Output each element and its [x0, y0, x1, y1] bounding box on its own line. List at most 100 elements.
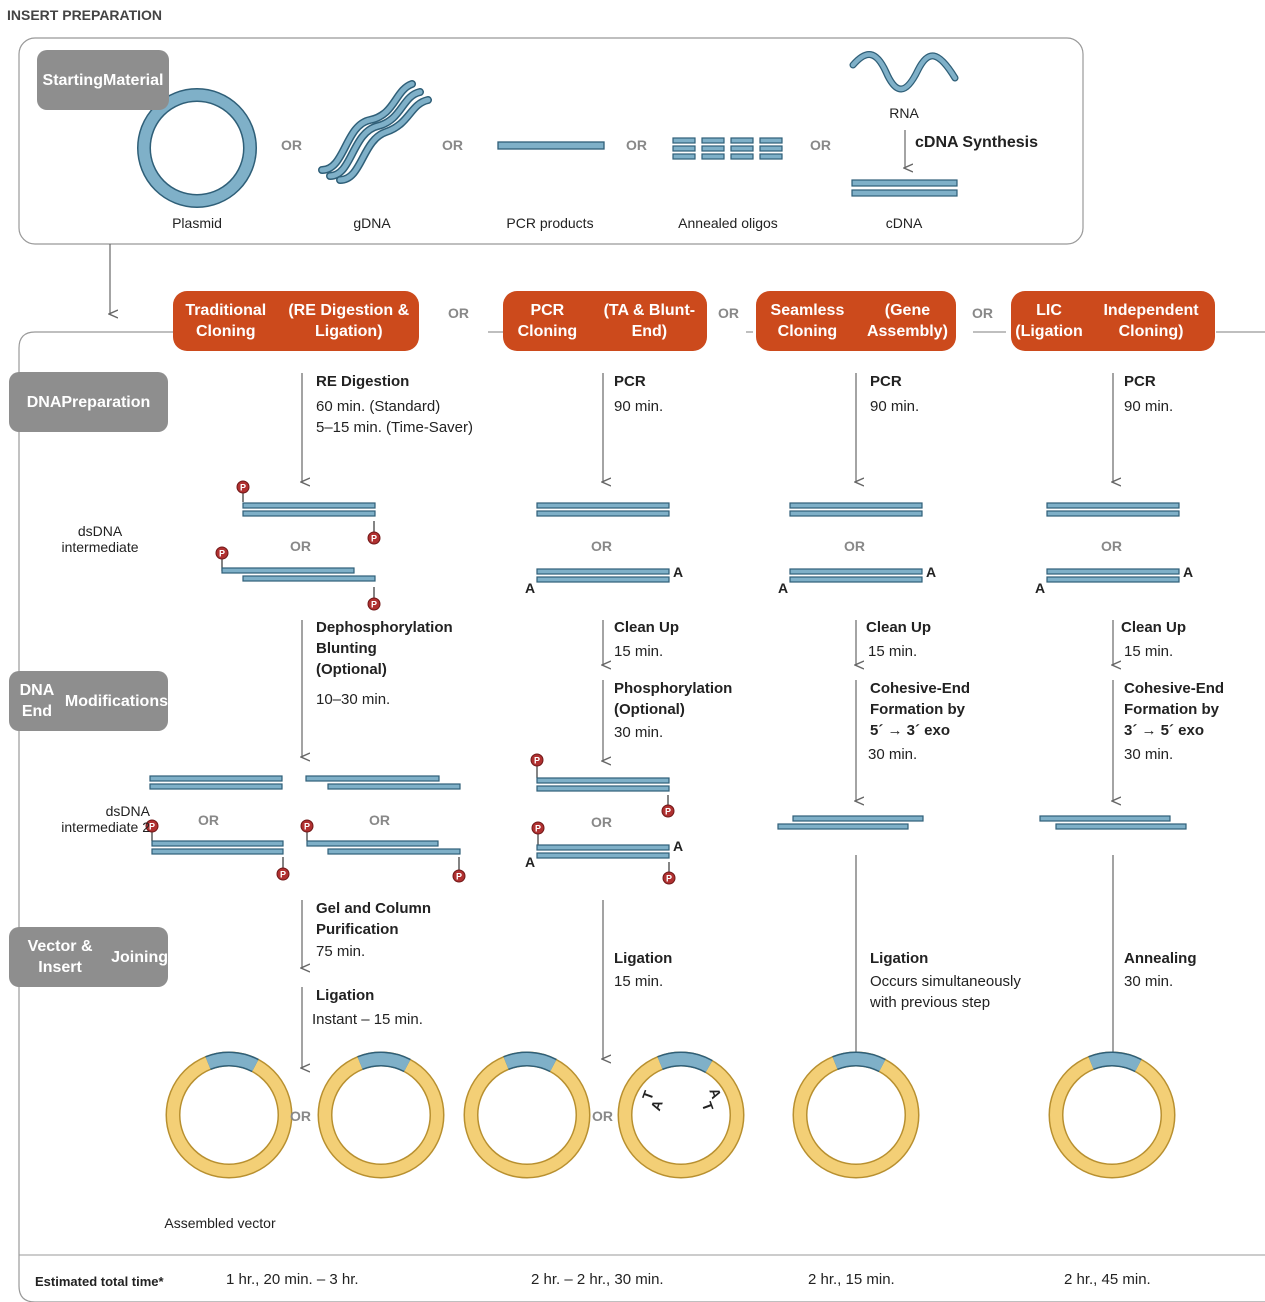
step-gel-title: Purification [316, 921, 399, 938]
or-label: OR [592, 1108, 613, 1124]
starting-material-panel [18, 37, 1084, 245]
step-cohesive-title: Cohesive-End [1124, 680, 1225, 697]
phosphate-icon [276, 867, 290, 881]
dna-strand [536, 510, 670, 517]
dna-strand [536, 568, 670, 575]
or-label: OR [290, 538, 311, 554]
step-phos-title: (Optional) [614, 701, 685, 718]
or-label: OR [281, 137, 302, 153]
step-ligation-title: Ligation [870, 950, 929, 967]
step-ligation-note: Occurs simultaneously [870, 973, 1021, 990]
a-overhang-label: A [926, 564, 937, 580]
phosphate-label: P [240, 483, 246, 493]
step-pcr-title: PCR [870, 373, 902, 390]
step-ligation-note: with previous step [870, 994, 991, 1011]
step-pcr-title: PCR [614, 373, 646, 390]
insert-segment-icon [503, 1053, 557, 1071]
or-label: OR [290, 1108, 311, 1124]
step-gel-time: 75 min. [316, 943, 366, 960]
dna-strand [306, 840, 439, 847]
step-ligation-title: Ligation [614, 950, 673, 967]
total-time-lic: 2 hr., 45 min. [1064, 1271, 1151, 1288]
insert-segment-icon [205, 1053, 259, 1071]
dna-strand [1039, 815, 1171, 822]
or-label: OR [369, 812, 390, 828]
assembled-vector-icon [794, 1053, 918, 1177]
a-overhang-label: A [673, 564, 684, 580]
dna-strand [242, 502, 376, 509]
dna-strand [536, 852, 670, 859]
dna-strand [789, 568, 923, 575]
dna-strand [1046, 502, 1180, 509]
phosphate-label: P [219, 549, 225, 559]
step-cleanup-title: Clean Up [866, 619, 932, 636]
pcr-product-icon [497, 141, 605, 150]
method-pcr-cloning: PCR Cloning(TA & Blunt-End) [503, 291, 707, 351]
insert-segment-icon [657, 1053, 712, 1072]
phosphate-label: P [535, 824, 541, 834]
phosphate-label: P [280, 870, 286, 880]
or-label: OR [448, 305, 469, 321]
assembled-vector-icon [619, 1053, 743, 1177]
step-cleanup-time: 15 min. [868, 643, 918, 660]
step-annealing-time: 30 min. [1124, 973, 1174, 990]
step-dephos-time: 10–30 min. [316, 691, 391, 708]
dna-strand [327, 848, 461, 855]
pcr-products-label: PCR products [506, 215, 594, 231]
step-phos-time: 30 min. [614, 724, 664, 741]
phosphate-icon [531, 821, 545, 835]
a-overhang-label: A [525, 854, 536, 870]
step-cohesive-title: 5´ → 3´ exo [870, 722, 951, 739]
dna-strand [149, 775, 283, 782]
phosphate-icon [662, 871, 676, 885]
step-dephos-title: Blunting [316, 640, 377, 657]
dna-strand [151, 840, 284, 847]
page-title: INSERT PREPARATION [7, 7, 163, 23]
dna-strand [221, 567, 355, 574]
or-label: OR [810, 137, 831, 153]
or-label: OR [1101, 538, 1122, 554]
rna-label: RNA [889, 105, 919, 121]
phosphate-label: P [534, 756, 540, 766]
total-time-traditional: 1 hr., 20 min. – 3 hr. [226, 1271, 359, 1288]
phosphate-icon [530, 753, 544, 767]
method-seamless-cloning: Seamless Cloning(Gene Assembly) [756, 291, 956, 351]
assembled-vector-icon [465, 1053, 589, 1177]
phosphate-icon [452, 869, 466, 883]
dna-strand [1046, 568, 1180, 575]
dna-strand [1046, 576, 1180, 583]
or-label: OR [626, 137, 647, 153]
step-pcr-time: 90 min. [1124, 398, 1174, 415]
phosphate-icon [367, 597, 381, 611]
a-overhang-label: A [1183, 564, 1194, 580]
gdna-icon [318, 80, 432, 184]
phosphate-icon [236, 480, 250, 494]
assembled-vector-icon [319, 1053, 443, 1177]
step-ligation-time: 15 min. [614, 973, 664, 990]
phosphate-label: P [371, 600, 377, 610]
dna-strand [789, 510, 923, 517]
or-label: OR [591, 814, 612, 830]
a-overhang-label: A [525, 580, 536, 596]
step-ligation-time: Instant – 15 min. [312, 1011, 423, 1028]
dna-strand [536, 785, 670, 792]
phosphate-icon [215, 546, 229, 560]
step-re-digestion-title: RE Digestion [316, 373, 410, 390]
phosphate-label: P [304, 822, 310, 832]
dna-strand [242, 575, 376, 582]
step-re-digestion-time: 60 min. (Standard) [316, 398, 441, 415]
step-cohesive-time: 30 min. [1124, 746, 1174, 763]
step-cleanup-time: 15 min. [614, 643, 664, 660]
dna-strand [1055, 823, 1187, 830]
assembled-vector-label: Assembled vector [164, 1215, 276, 1231]
insert-segment-icon [832, 1053, 886, 1071]
dna-strand [536, 844, 670, 851]
step-dephos-title: Dephosphorylation [316, 619, 453, 636]
step-ligation-title: Ligation [316, 987, 375, 1004]
gdna-label: gDNA [353, 215, 391, 231]
dna-strand [1046, 510, 1180, 517]
